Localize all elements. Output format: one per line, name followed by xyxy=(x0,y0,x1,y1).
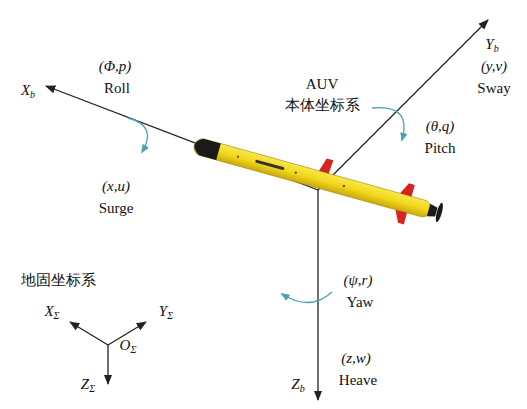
axis-label: (θ,q) xyxy=(426,118,455,135)
axis-label: (y,v) xyxy=(481,58,507,75)
axis-label: Yaw xyxy=(347,294,374,311)
axis-label: Heave xyxy=(339,372,377,389)
axis-label: Roll xyxy=(104,80,130,97)
auv-vehicle xyxy=(189,123,448,233)
pitch-arrow xyxy=(372,108,404,140)
axis-label: YΣ xyxy=(159,303,173,322)
roll-arrow xyxy=(128,118,148,152)
axis-label: Zb xyxy=(291,376,304,395)
earth-axes xyxy=(70,322,146,384)
axis-label: Surge xyxy=(99,200,134,217)
yaw-arrow xyxy=(282,292,332,303)
axis-label: (x,u) xyxy=(102,178,130,195)
axis-label: XΣ xyxy=(44,303,59,322)
axis-label: AUV xyxy=(306,76,339,93)
axis-label: (ψ,r) xyxy=(344,272,373,289)
axis-label: Sway xyxy=(477,80,510,97)
body-axes xyxy=(46,20,488,400)
axis-label: (Φ,p) xyxy=(99,58,132,75)
axis-label: Yb xyxy=(485,36,498,55)
axis-label: 地固坐标系 xyxy=(21,272,96,289)
zb-axis xyxy=(317,190,318,400)
axis-label: Pitch xyxy=(425,140,456,157)
axis-label: Xb xyxy=(21,82,35,101)
axis-label: OΣ xyxy=(120,337,137,356)
axis-label: ZΣ xyxy=(81,376,95,395)
axis-label: (z,w) xyxy=(341,350,371,367)
rotation-arrows xyxy=(128,108,404,303)
axis-label: 本体坐标系 xyxy=(285,97,360,114)
